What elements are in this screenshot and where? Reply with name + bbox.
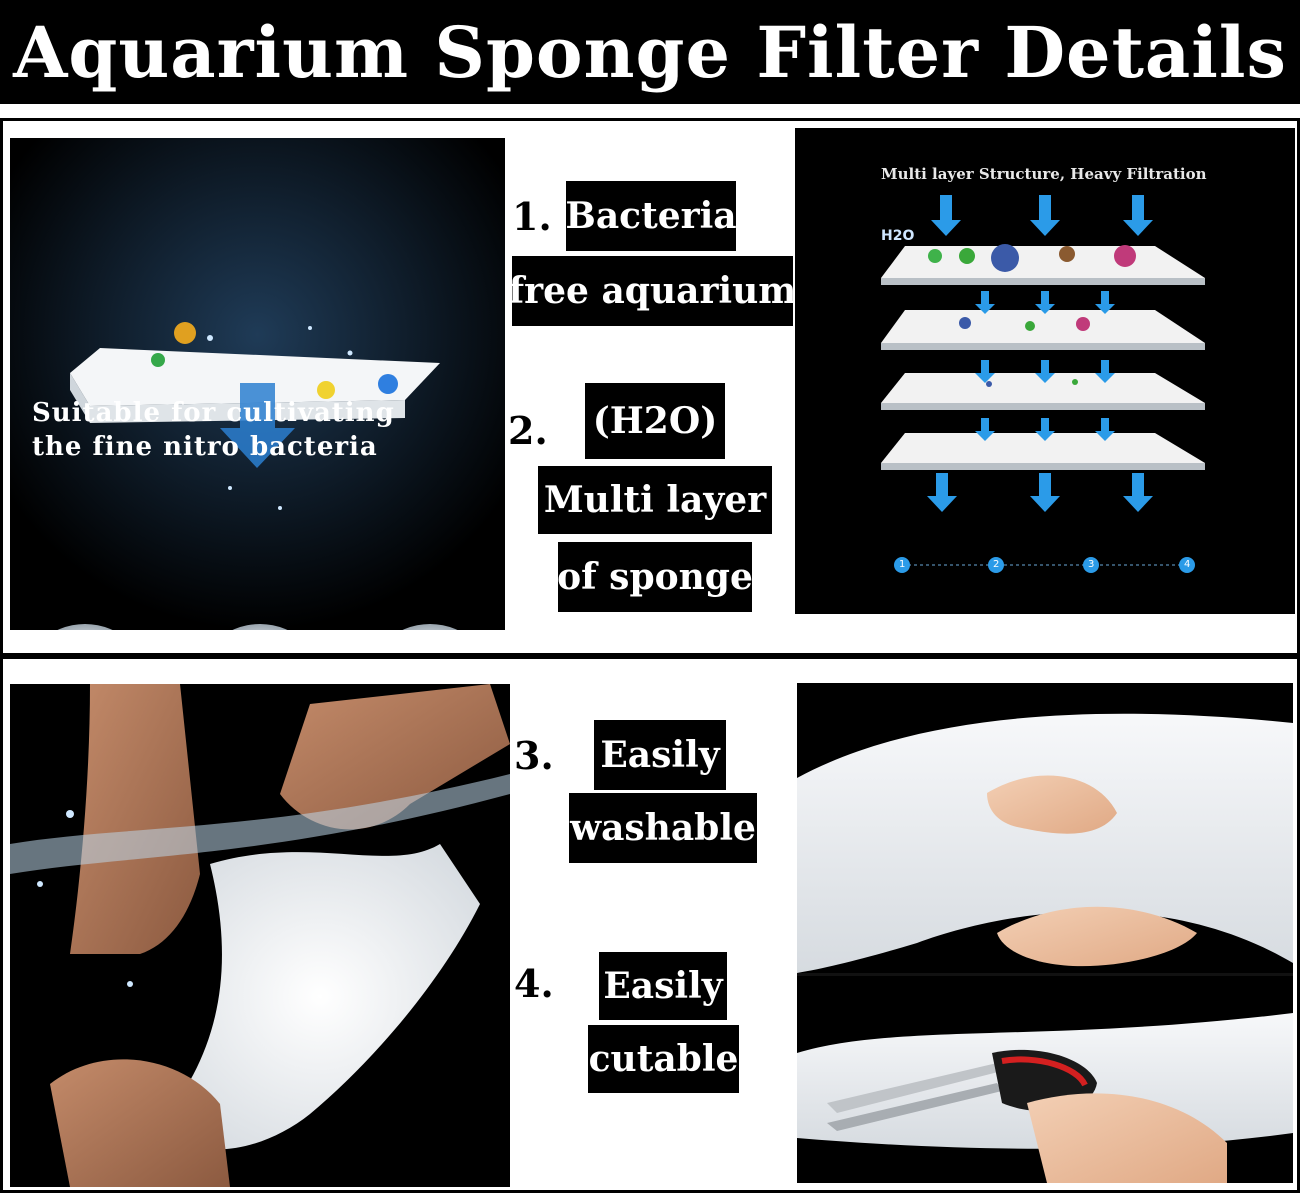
page-title: Aquarium Sponge Filter Details (13, 10, 1287, 94)
sponge-illustration (10, 138, 505, 630)
filter-layers-diagram (881, 195, 1205, 573)
h2o-label: H2O (881, 228, 915, 244)
cutting-sponge-image (797, 683, 1293, 1183)
feature-4-number: 4. (514, 961, 554, 1006)
feature-1-label-line2: free aquarium (509, 256, 796, 326)
feature-3-label-line2: washable (569, 793, 757, 863)
feature-3-number: 3. (514, 733, 554, 778)
caption-line-2: the fine nitro bacteria (32, 432, 378, 462)
feature-1-number: 1. (512, 194, 552, 239)
washing-illustration (10, 684, 510, 1187)
step-1: 1 (899, 559, 906, 570)
caption-line-1: Suitable for cultivating (32, 398, 395, 428)
step-3: 3 (1088, 559, 1095, 570)
bacteria-sponge-image: Suitable for cultivating the fine nitro … (10, 138, 505, 630)
feature-2-number: 2. (508, 408, 548, 453)
feature-4-label-line1: Easily (599, 952, 727, 1020)
feature-2-label-line1: (H2O) (585, 383, 725, 459)
feature-1-label-line1: Bacteria (565, 181, 737, 251)
washing-sponge-image (10, 684, 510, 1187)
caption: Suitable for cultivating the fine nitro … (32, 396, 395, 464)
feature-2-label-line3: of sponge (557, 542, 753, 612)
page-header: Aquarium Sponge Filter Details (0, 0, 1300, 104)
step-4: 4 (1184, 559, 1191, 570)
cutting-illustration (797, 683, 1293, 1183)
step-2: 2 (993, 559, 1000, 570)
multi-layer-diagram: Multi layer Structure, Heavy Filtration (795, 128, 1295, 614)
feature-2-label-line2: Multi layer (538, 466, 772, 534)
feature-4-label-line2: cutable (588, 1025, 739, 1093)
diagram-title: Multi layer Structure, Heavy Filtration (881, 165, 1207, 183)
feature-3-label-line1: Easily (594, 720, 726, 790)
